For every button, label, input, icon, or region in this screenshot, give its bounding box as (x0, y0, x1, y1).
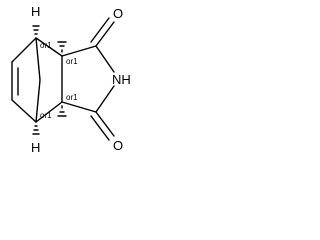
bond-c11-n (95, 85, 115, 113)
bond-c10-n (95, 45, 115, 73)
bond-c11-o-second (90, 115, 110, 141)
bond-c1-c2 (11, 37, 37, 63)
bond-c9-c11 (61, 101, 97, 113)
hash-bond-h-top (32, 25, 40, 35)
bond-c7-c4 (35, 79, 41, 123)
bond-c1-c8 (35, 37, 63, 57)
atom-nh: NH (112, 72, 131, 87)
hash-bond-fusion-bottom (57, 105, 67, 117)
bond-c10-o (95, 21, 115, 47)
bond-c10-o-second (90, 17, 110, 43)
stereo-label-c1: or1 (40, 41, 52, 50)
hash-bond-h-bottom (32, 125, 40, 135)
bond-lines (11, 17, 115, 141)
atom-h-top: H (31, 4, 40, 19)
structure-diagram: H H O O NH or1 or1 or1 or1 (11, 4, 131, 155)
bond-c11-o (95, 111, 115, 137)
stereo-label-c8: or1 (66, 57, 78, 66)
bond-c3-c4 (11, 99, 37, 123)
atom-o-bottom: O (113, 138, 123, 153)
bond-c1-c7 (35, 37, 41, 81)
atom-o-top: O (113, 6, 123, 21)
stereo-label-c4: or1 (40, 111, 52, 120)
hash-bond-fusion-top (57, 41, 67, 53)
atom-h-bottom: H (31, 140, 40, 155)
stereo-label-c9: or1 (66, 93, 78, 102)
bond-c8-c10 (61, 45, 97, 57)
bond-c4-c9 (35, 101, 63, 123)
